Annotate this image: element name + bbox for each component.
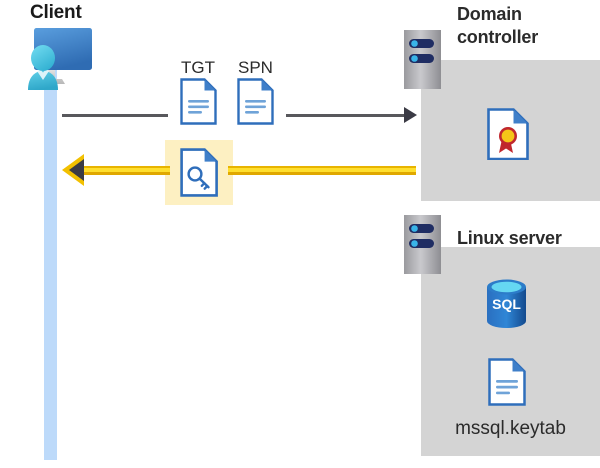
tgt-document-icon (180, 78, 217, 125)
ticket-arrowhead-icon (69, 159, 84, 181)
client-label: Client (30, 2, 82, 23)
ticket-line-segment-right (228, 166, 416, 175)
kerberos-ticket-document-with-key-icon (180, 148, 219, 197)
domain-controller-label: Domain controller (457, 3, 587, 49)
linux-server-label: Linux server (457, 228, 562, 248)
spn-document-icon (237, 78, 274, 125)
request-line-segment-right (286, 114, 408, 117)
request-line-segment-left (62, 114, 168, 117)
linux-server-rack-icon (404, 215, 441, 274)
keytab-document-icon (488, 358, 526, 406)
client-icon (6, 26, 94, 92)
ticket-line-segment-left (76, 166, 170, 175)
domain-controller-label-line2: controller (457, 27, 539, 47)
client-lifeline (44, 62, 57, 460)
request-arrowhead-icon (404, 107, 417, 123)
tgt-label: TGT (181, 58, 215, 77)
spn-label: SPN (238, 58, 273, 77)
domain-controller-server-rack-icon (404, 30, 441, 89)
certificate-document-icon (487, 108, 529, 161)
sql-database-icon: SQL (484, 278, 529, 330)
domain-controller-label-line1: Domain (457, 4, 522, 24)
svg-text:SQL: SQL (492, 296, 521, 312)
keytab-filename-label: mssql.keytab (455, 418, 566, 439)
